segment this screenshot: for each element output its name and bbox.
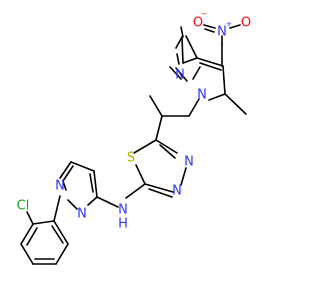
atom-label: N [172, 184, 182, 199]
bond [26, 227, 38, 246]
bond [53, 220, 69, 245]
bond [93, 170, 98, 198]
bond [175, 36, 183, 49]
bond [204, 28, 215, 33]
bond [169, 66, 182, 80]
bond [53, 195, 61, 222]
bond [229, 24, 241, 29]
bond [185, 35, 198, 59]
bond [196, 57, 224, 67]
bond [203, 24, 216, 29]
atom-label: N [197, 88, 207, 103]
atom-label: N [175, 68, 185, 83]
bond [62, 165, 74, 182]
atom-label: Cl [17, 199, 30, 214]
bond [180, 167, 187, 186]
bond [148, 188, 173, 198]
atom-labels: N + O − O N N S N N N H N N Cl [17, 10, 251, 232]
bond [188, 98, 200, 117]
bond [87, 196, 98, 206]
charge-label: − [201, 10, 208, 19]
bond [55, 243, 69, 265]
molecule-structure: N + O − O N N S N N N H N N Cl [17, 10, 251, 265]
bond [155, 139, 178, 154]
bond [51, 225, 64, 244]
bond [182, 57, 198, 64]
bond [199, 62, 222, 71]
bond [176, 53, 180, 65]
bond [208, 93, 226, 101]
atom-label: N [118, 203, 128, 218]
bond [67, 199, 78, 210]
atom-label: O [241, 16, 251, 31]
bond [26, 211, 34, 225]
atom-label: N [55, 179, 65, 194]
bond [59, 161, 72, 179]
atom-label-h: H [118, 217, 128, 232]
atom-label: O [193, 16, 203, 31]
bond [180, 26, 184, 38]
bond [192, 66, 201, 80]
bond [20, 243, 34, 265]
bond [224, 93, 247, 115]
charge-label: + [226, 20, 233, 29]
bond [159, 144, 176, 159]
bond [222, 65, 226, 95]
atom-label: N [217, 25, 227, 40]
bond [96, 196, 119, 208]
bond-lines [20, 24, 247, 265]
bond [62, 180, 67, 191]
bond [133, 139, 157, 154]
bond [32, 220, 55, 225]
bond [149, 95, 163, 117]
bond [125, 183, 146, 199]
atom-label: S [127, 151, 135, 166]
bond [135, 164, 146, 185]
bond [20, 223, 34, 245]
atom-label: N [77, 207, 87, 222]
bond [175, 67, 188, 82]
bond [181, 36, 184, 64]
bond [70, 161, 95, 172]
bond [155, 115, 163, 141]
bond [89, 173, 94, 193]
bond [144, 183, 174, 193]
atom-label: N [184, 155, 194, 170]
